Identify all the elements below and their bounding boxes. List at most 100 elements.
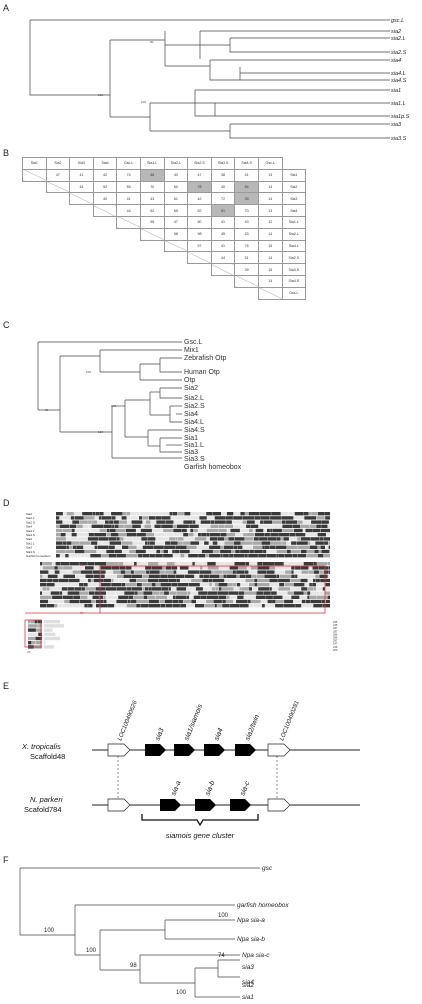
alignment-residue-block bbox=[319, 570, 324, 574]
alignment-residue-block bbox=[95, 512, 100, 516]
gene-label: sia4 bbox=[213, 727, 224, 742]
alignment-residue-block bbox=[116, 554, 126, 558]
alignment-residue-block bbox=[306, 554, 318, 558]
alignment-residue-block bbox=[193, 528, 198, 533]
alignment-residue-block bbox=[245, 578, 254, 583]
alignment-residue-block bbox=[111, 578, 114, 583]
alignment-residue-block bbox=[131, 587, 142, 591]
alignment-residue-block bbox=[152, 528, 163, 533]
alignment-residue-block bbox=[81, 554, 85, 558]
alignment-residue-block bbox=[301, 587, 308, 591]
alignment-residue-block bbox=[151, 512, 160, 516]
alignment-residue-block bbox=[208, 541, 213, 545]
alignment-residue-block bbox=[199, 512, 206, 516]
alignment-residue-block bbox=[316, 516, 325, 520]
alignment-residue-block bbox=[125, 528, 136, 533]
alignment-residue-block bbox=[269, 578, 278, 583]
alignment-residue-block bbox=[177, 524, 189, 528]
alignment-residue-block bbox=[161, 524, 173, 528]
gene-sia-b bbox=[195, 799, 216, 811]
alignment-residue-block bbox=[317, 554, 324, 558]
alignment-residue-block bbox=[266, 570, 275, 574]
alignment-residue-block bbox=[224, 578, 235, 583]
alignment-residue-block bbox=[28, 620, 31, 624]
alignment-residue-block bbox=[265, 545, 270, 549]
alignment-end-position: 249 bbox=[333, 645, 338, 649]
alignment-residue-block bbox=[85, 587, 96, 591]
alignment-residue-block bbox=[303, 512, 309, 516]
alignment-residue-block bbox=[155, 537, 166, 541]
alignment-residue-block bbox=[222, 599, 226, 604]
alignment-residue-block bbox=[291, 570, 294, 574]
alignment-residue-block bbox=[310, 591, 320, 595]
alignment-residue-block bbox=[204, 541, 209, 545]
alignment-residue-block bbox=[252, 541, 262, 545]
alignment-residue-block bbox=[163, 554, 173, 558]
alignment-residue-block bbox=[219, 587, 222, 591]
alignment-residue-block bbox=[40, 604, 47, 608]
leaf-label: Mix1 bbox=[184, 347, 199, 354]
alignment-residue-block bbox=[65, 533, 72, 537]
alignment-residue-block bbox=[176, 591, 188, 595]
alignment-residue-block bbox=[35, 636, 42, 641]
alignment-residue-block bbox=[251, 574, 257, 578]
alignment-residue-block bbox=[164, 545, 176, 549]
alignment-residue-block bbox=[36, 628, 42, 632]
alignment-residue-block bbox=[315, 541, 324, 545]
alignment-residue-block bbox=[254, 578, 258, 583]
matrix-diagonal bbox=[139, 227, 165, 241]
leaf-label: sia4.L bbox=[391, 71, 406, 77]
alignment-residue-block bbox=[284, 604, 295, 608]
alignment-residue-block bbox=[174, 562, 179, 566]
alignment-residue-block bbox=[256, 574, 264, 578]
alignment-residue-block bbox=[107, 604, 115, 608]
alignment-residue-block bbox=[243, 595, 256, 599]
alignment-residue-block bbox=[233, 545, 238, 549]
alignment-residue-block bbox=[116, 537, 120, 541]
alignment-residue-block bbox=[79, 562, 87, 566]
tree-c: Gsc.L Mix1 Zebrafish Otp Human Otp Otp S… bbox=[37, 339, 242, 471]
alignment-residue-block bbox=[56, 512, 63, 516]
alignment-residue-block bbox=[244, 537, 254, 541]
alignment-residue-block bbox=[303, 562, 314, 566]
alignment-residue-block bbox=[233, 512, 241, 516]
alignment-residue-block bbox=[302, 528, 305, 533]
alignment-residue-block bbox=[263, 528, 267, 533]
alignment-residue-block bbox=[105, 587, 116, 591]
alignment-residue-block bbox=[211, 570, 214, 574]
alignment-residue-block bbox=[74, 587, 82, 591]
alignment-residue-block bbox=[105, 570, 113, 574]
alignment-residue-block bbox=[244, 570, 249, 574]
alignment-seq-name: Sia2 bbox=[26, 512, 32, 516]
alignment-residue-block bbox=[149, 570, 160, 574]
matrix-diagonal bbox=[69, 192, 94, 206]
alignment-residue-block bbox=[115, 516, 119, 520]
alignment-residue-block bbox=[58, 566, 63, 570]
alignment-residue-block bbox=[235, 549, 240, 554]
alignment-seq-name: Garfish homeobox bbox=[26, 554, 51, 558]
cluster-label-text: siamois gene cluster bbox=[166, 831, 235, 840]
alignment-residue-block bbox=[87, 537, 99, 541]
alignment-residue-block bbox=[270, 541, 282, 545]
alignment-residue-block bbox=[36, 641, 42, 645]
alignment-residue-block bbox=[321, 549, 330, 554]
alignment-residue-block bbox=[126, 587, 132, 591]
alignment-residue-block bbox=[235, 533, 243, 537]
alignment-residue-block bbox=[238, 566, 247, 570]
alignment-residue-block bbox=[77, 533, 89, 537]
alignment-residue-block bbox=[212, 583, 215, 587]
alignment-residue-block bbox=[154, 524, 161, 528]
alignment-residue-block bbox=[77, 537, 88, 541]
alignment-residue-block bbox=[82, 512, 92, 516]
alignment-residue-block bbox=[213, 599, 222, 604]
alignment-residue-block bbox=[40, 578, 47, 583]
scaffold-label: Scaffold48 bbox=[30, 752, 65, 761]
alignment-residue-block bbox=[305, 533, 318, 537]
alignment-residue-block bbox=[151, 587, 162, 591]
alignment-residue-block bbox=[303, 520, 311, 524]
alignment-residue-block bbox=[256, 591, 264, 595]
alignment-residue-block bbox=[171, 566, 178, 570]
alignment-residue-block bbox=[52, 599, 64, 604]
alignment-residue-block bbox=[131, 566, 138, 570]
alignment-residue-block bbox=[240, 528, 249, 533]
